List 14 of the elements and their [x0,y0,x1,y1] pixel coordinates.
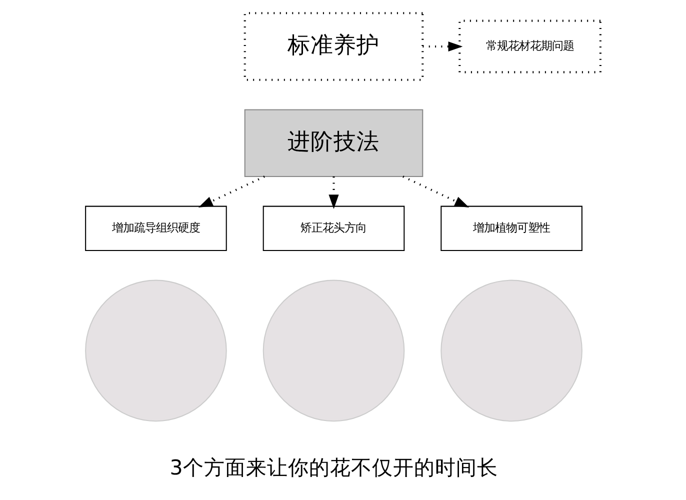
arrow [198,175,265,208]
node-box: 进阶技法 [244,108,424,177]
node-circle [262,279,405,422]
node-circle [85,279,227,422]
node-box: 标准养护 [244,12,424,80]
arrow [402,175,470,208]
node-box: 增加植物可塑性 [440,205,582,251]
node-circle [440,279,582,422]
node-box: 常规花材花期问题 [458,19,602,73]
node-box: 增加疏导组织硬度 [85,205,227,251]
label: 3个方面来让你的花不仅开的时间长 [170,455,498,480]
node-box: 矫正花头方向 [262,205,405,251]
arrow [328,176,339,209]
arrow [422,40,463,52]
